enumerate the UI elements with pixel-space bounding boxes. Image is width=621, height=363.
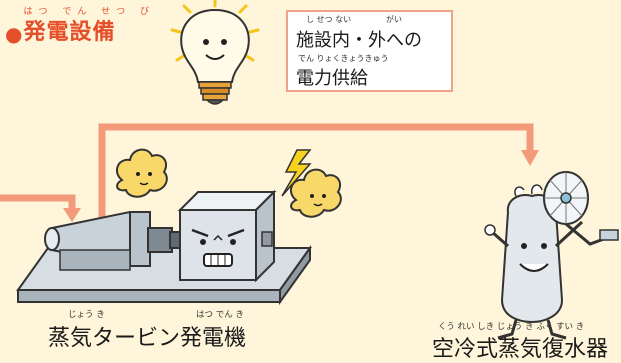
info-line-1: 施設内・外への [296, 30, 422, 51]
line2-ruby: でん りょくきょうきゅう [298, 54, 389, 63]
condenser-label: 空冷式蒸気復水器 [432, 337, 609, 362]
light-bulb-icon [170, 0, 260, 105]
title-group: はつ でん せつ び 発電設備 [23, 7, 149, 46]
top-flow-arrow [98, 123, 534, 220]
turbine-ruby-b: はつ でん き [196, 310, 244, 320]
title-bullet: ● [5, 22, 23, 46]
turbine-cone [44, 210, 185, 271]
title-ruby: はつ でん せつ び [23, 7, 156, 17]
lightning-bolt-icon [281, 149, 312, 197]
steam-cloud-icon-right [289, 168, 342, 218]
line1-ruby-b: がい [386, 15, 402, 24]
condenser-character [484, 184, 584, 340]
fan-icon [543, 171, 619, 246]
power-supply-box: し せつ ない がい 施設内・外への でん りょくきょうきゅう 電力供給 [286, 10, 453, 92]
left-arrow-head [63, 208, 81, 222]
condenser-ruby: くう れい しき じょう き ふく すい き [438, 322, 585, 332]
info-line-2: 電力供給 [296, 68, 368, 89]
turbine-label: 蒸気タービン発電機 [48, 326, 247, 351]
left-flow-arrow [0, 194, 76, 212]
steam-cloud-icon [115, 148, 168, 198]
turbine-ruby-a: じょう き [68, 310, 105, 320]
generator-cube [177, 189, 277, 283]
line1-ruby-a: し せつ ない [306, 15, 352, 24]
flow-arrows [0, 123, 534, 220]
section-title: ● はつ でん せつ び 発電設備 [5, 7, 149, 46]
title-text: 発電設備 [23, 20, 116, 45]
right-arrow-head [521, 150, 539, 166]
